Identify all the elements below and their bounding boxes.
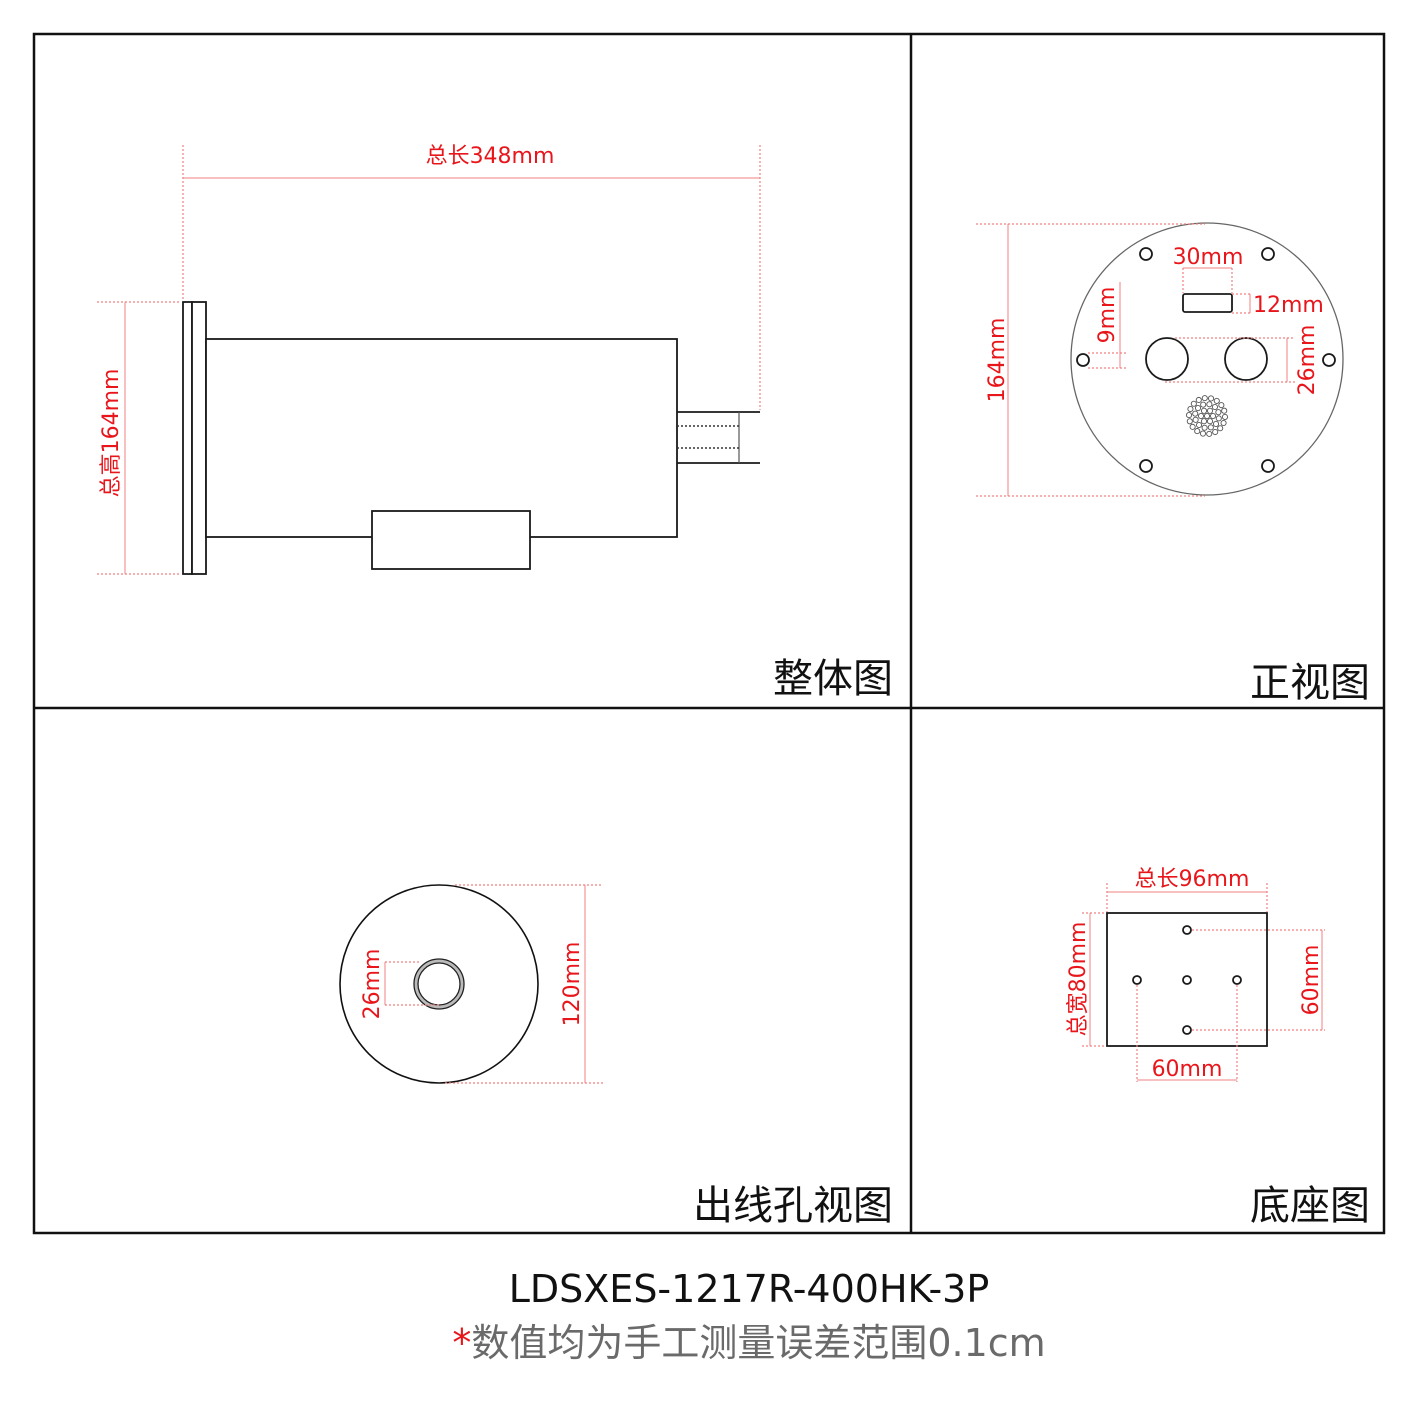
- dimension-base-length: 总长96mm: [1106, 867, 1268, 912]
- slot-width-label: 30mm: [1173, 245, 1244, 270]
- height-label: 总高164mm: [99, 369, 124, 498]
- dimension-slot-height: 12mm: [1232, 293, 1324, 318]
- outlet-diameter-label: 120mm: [560, 942, 585, 1027]
- motor-body: [205, 338, 678, 538]
- base-holes: [1132, 925, 1242, 1035]
- sensor-26mm-label: 26mm: [1295, 325, 1320, 396]
- note-asterisk: *: [452, 1321, 471, 1365]
- front-disc: [1070, 222, 1344, 496]
- length-label: 总长348mm: [426, 144, 555, 169]
- outer-frame: [32, 32, 1386, 1235]
- junction-box: [371, 510, 531, 570]
- panel-title-front: 正视图: [1250, 660, 1370, 706]
- sensor-right: [1224, 337, 1268, 381]
- slot-height-label: 12mm: [1253, 293, 1324, 318]
- dimension-height: 总高164mm: [97, 301, 181, 575]
- outlet-hole: [417, 962, 461, 1006]
- dimension-slot-width: 30mm: [1173, 245, 1244, 293]
- panel-title-outlet: 出线孔视图: [693, 1183, 893, 1229]
- note-text: 数值均为手工测量误差范围0.1cm: [471, 1321, 1045, 1365]
- base-hole-v-label: 60mm: [1299, 945, 1324, 1016]
- base-hole-h-label: 60mm: [1152, 1057, 1223, 1082]
- panel-overall: 总长348mm 总高164mm 整体图: [97, 144, 893, 702]
- speaker-grille: [1185, 395, 1229, 437]
- hole-9mm-label: 9mm: [1095, 287, 1120, 344]
- base-length-label: 总长96mm: [1135, 867, 1250, 892]
- dimension-outlet-120mm: 120mm: [445, 884, 603, 1084]
- dimension-base-width: 总宽80mm: [1066, 912, 1106, 1047]
- panel-front: 164mm 30mm 12mm 9mm 26mm 正视图: [976, 222, 1370, 706]
- dimension-sensor-26mm: 26mm: [1165, 325, 1320, 396]
- dimension-base-hole-vertical: 60mm: [1192, 929, 1325, 1031]
- dimension-length: 总长348mm: [182, 144, 761, 410]
- panel-base: 总长96mm 总宽80mm 60mm 60mm 底座图: [1066, 867, 1370, 1229]
- model-number: LDSXES-1217R-400HK-3P: [509, 1267, 990, 1311]
- panel-outlet: 26mm 120mm 出线孔视图: [339, 884, 893, 1229]
- base-width-label: 总宽80mm: [1066, 922, 1091, 1037]
- panel-title-base: 底座图: [1250, 1183, 1370, 1229]
- frame-grid: [32, 32, 1386, 1235]
- flange-inner: [191, 301, 207, 575]
- cable-outlet: [677, 411, 760, 464]
- dimension-outlet-26mm: 26mm: [360, 949, 440, 1020]
- display-slot: [1182, 293, 1233, 313]
- panel-title-overall: 整体图: [773, 656, 893, 702]
- flange-outer: [182, 301, 193, 575]
- dimension-base-hole-horizontal: 60mm: [1136, 985, 1238, 1082]
- sensor-left: [1145, 337, 1189, 381]
- dimension-hole-9mm: 9mm: [1088, 282, 1126, 369]
- mounting-holes: [1076, 247, 1336, 473]
- outlet-hole-label: 26mm: [360, 949, 385, 1020]
- dimension-diameter-front: 164mm: [976, 223, 1205, 497]
- front-diameter-label: 164mm: [985, 318, 1010, 403]
- measurement-note: *数值均为手工测量误差范围0.1cm: [452, 1321, 1045, 1365]
